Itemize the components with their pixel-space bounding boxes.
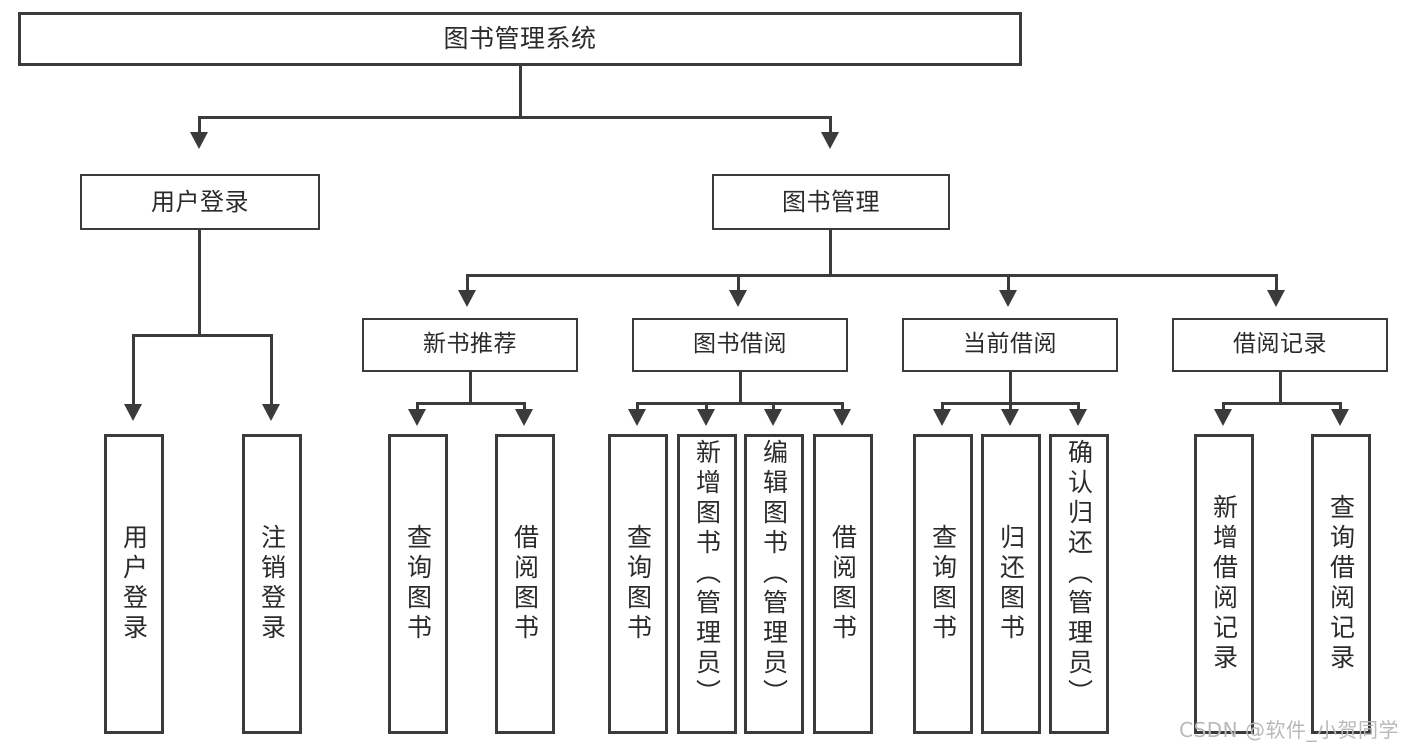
node-leaf-return-book[interactable]: 归还图书 — [981, 434, 1041, 734]
node-leaf-query-book-2[interactable]: 查询图书 — [608, 434, 668, 734]
arrow-to-leaf-return-book — [1001, 409, 1019, 426]
arrow-to-leaf-user-login — [124, 404, 142, 421]
node-leaf-add-record[interactable]: 新增借阅记录 — [1194, 434, 1254, 734]
edge-new-book-rec-drop-1 — [416, 402, 419, 412]
edge-new-book-rec-bus — [416, 402, 526, 405]
node-root[interactable]: 图书管理系统 — [18, 12, 1022, 66]
node-leaf-query-book-1-label: 查询图书 — [403, 524, 433, 644]
edge-book-admin-drop-2 — [737, 274, 740, 294]
edge-root-to-user-login — [198, 116, 201, 136]
node-leaf-query-record-label: 查询借阅记录 — [1326, 494, 1356, 674]
node-leaf-user-login-label: 用户登录 — [119, 524, 149, 644]
edge-book-borrow-drop-2 — [705, 402, 708, 412]
node-user-login-label: 用户登录 — [151, 187, 249, 216]
arrow-to-borrow-record — [1267, 290, 1285, 307]
edge-user-login-bus — [132, 334, 273, 337]
node-leaf-confirm-return[interactable]: 确认归还（管理员） — [1049, 434, 1109, 734]
node-leaf-query-book-1[interactable]: 查询图书 — [388, 434, 448, 734]
edge-user-login-drop-1 — [132, 334, 135, 408]
edge-book-admin-bus — [466, 274, 1278, 277]
edge-current-borrow-drop-1 — [941, 402, 944, 412]
edge-book-borrow-drop-4 — [841, 402, 844, 412]
node-leaf-add-book[interactable]: 新增图书（管理员） — [677, 434, 737, 734]
node-leaf-borrow-book-1[interactable]: 借阅图书 — [495, 434, 555, 734]
edge-root-bus — [198, 116, 832, 119]
node-leaf-query-record[interactable]: 查询借阅记录 — [1311, 434, 1371, 734]
node-leaf-borrow-book-1-label: 借阅图书 — [510, 524, 540, 644]
edge-book-borrow-drop-3 — [772, 402, 775, 412]
arrow-to-leaf-add-book — [697, 409, 715, 426]
edge-new-book-rec-drop-2 — [523, 402, 526, 412]
arrow-to-leaf-query-record — [1331, 409, 1349, 426]
edge-borrow-record-drop-2 — [1339, 402, 1342, 412]
node-leaf-query-book-3-label: 查询图书 — [928, 524, 958, 644]
edge-current-borrow-stem — [1009, 372, 1012, 404]
edge-book-admin-stem — [829, 230, 832, 276]
edge-current-borrow-drop-3 — [1077, 402, 1080, 412]
edge-book-borrow-bus — [636, 402, 844, 405]
edge-current-borrow-drop-2 — [1009, 402, 1012, 412]
node-current-borrow[interactable]: 当前借阅 — [902, 318, 1118, 372]
node-leaf-borrow-book-2-label: 借阅图书 — [828, 524, 858, 644]
edge-borrow-record-bus — [1222, 402, 1342, 405]
edge-root-stem — [519, 66, 522, 118]
node-root-label: 图书管理系统 — [443, 24, 597, 53]
node-leaf-return-book-label: 归还图书 — [996, 524, 1026, 644]
node-new-book-rec[interactable]: 新书推荐 — [362, 318, 578, 372]
edge-root-to-book-admin — [829, 116, 832, 136]
node-user-login[interactable]: 用户登录 — [80, 174, 320, 230]
node-leaf-edit-book-label: 编辑图书（管理员） — [759, 439, 789, 709]
node-current-borrow-label: 当前借阅 — [963, 331, 1057, 358]
node-new-book-rec-label: 新书推荐 — [423, 331, 517, 358]
arrow-to-leaf-borrow-book-2 — [833, 409, 851, 426]
edge-user-login-stem — [198, 230, 201, 336]
node-leaf-add-book-label: 新增图书（管理员） — [692, 439, 722, 709]
arrow-to-leaf-query-book-2 — [628, 409, 646, 426]
node-leaf-logout[interactable]: 注销登录 — [242, 434, 302, 734]
node-leaf-query-book-3[interactable]: 查询图书 — [913, 434, 973, 734]
node-leaf-logout-label: 注销登录 — [257, 524, 287, 644]
node-leaf-confirm-return-label: 确认归还（管理员） — [1064, 439, 1094, 709]
node-leaf-query-book-2-label: 查询图书 — [623, 524, 653, 644]
node-book-admin-label: 图书管理 — [782, 187, 880, 216]
edge-book-borrow-stem — [739, 372, 742, 404]
node-leaf-edit-book[interactable]: 编辑图书（管理员） — [744, 434, 804, 734]
edge-borrow-record-stem — [1279, 372, 1282, 404]
arrow-to-current-borrow — [999, 290, 1017, 307]
edge-book-admin-drop-3 — [1007, 274, 1010, 294]
arrow-to-leaf-confirm-return — [1069, 409, 1087, 426]
node-leaf-add-record-label: 新增借阅记录 — [1209, 494, 1239, 674]
arrow-to-leaf-add-record — [1214, 409, 1232, 426]
edge-borrow-record-drop-1 — [1222, 402, 1225, 412]
node-book-borrow-label: 图书借阅 — [693, 331, 787, 358]
arrow-to-leaf-borrow-book-1 — [515, 409, 533, 426]
node-borrow-record-label: 借阅记录 — [1233, 331, 1327, 358]
node-book-borrow[interactable]: 图书借阅 — [632, 318, 848, 372]
arrow-to-leaf-query-book-1 — [408, 409, 426, 426]
edge-book-admin-drop-1 — [466, 274, 469, 294]
arrow-to-leaf-edit-book — [764, 409, 782, 426]
edge-new-book-rec-stem — [469, 372, 472, 404]
arrow-to-book-borrow — [729, 290, 747, 307]
arrow-to-leaf-logout — [262, 404, 280, 421]
arrow-root-to-book-admin — [821, 132, 839, 149]
node-borrow-record[interactable]: 借阅记录 — [1172, 318, 1388, 372]
arrow-to-new-book-rec — [458, 290, 476, 307]
edge-book-admin-drop-4 — [1275, 274, 1278, 294]
arrow-to-leaf-query-book-3 — [933, 409, 951, 426]
node-leaf-borrow-book-2[interactable]: 借阅图书 — [813, 434, 873, 734]
arrow-root-to-user-login — [190, 132, 208, 149]
node-book-admin[interactable]: 图书管理 — [712, 174, 950, 230]
node-leaf-user-login[interactable]: 用户登录 — [104, 434, 164, 734]
edge-user-login-drop-2 — [270, 334, 273, 408]
edge-book-borrow-drop-1 — [636, 402, 639, 412]
